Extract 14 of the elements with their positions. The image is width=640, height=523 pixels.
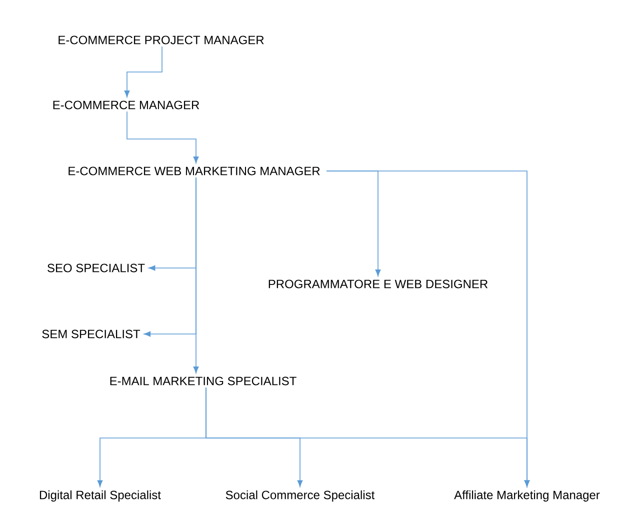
arrow xyxy=(126,111,199,164)
role-label: SEM SPECIALIST xyxy=(42,330,140,338)
role-label: Social Commerce Specialist xyxy=(226,490,375,502)
role-label: PROGRAMMATORE E WEB DESIGNER xyxy=(268,280,488,288)
role-label: E-COMMERCE PROJECT MANAGER xyxy=(58,36,264,44)
arrow xyxy=(124,46,162,98)
role-label: E-COMMERCE MANAGER xyxy=(53,100,200,110)
role-label: E-COMMERCE WEB MARKETING MANAGER xyxy=(68,166,320,176)
role-label: Affiliate Marketing Manager xyxy=(454,490,600,502)
arrow xyxy=(206,387,530,487)
arrow xyxy=(193,177,199,374)
role-label: Digital Retail Specialist xyxy=(40,490,161,502)
role-label: SEO SPECIALIST xyxy=(48,264,145,272)
role-label: E-MAIL MARKETING SPECIALIST xyxy=(110,376,296,386)
